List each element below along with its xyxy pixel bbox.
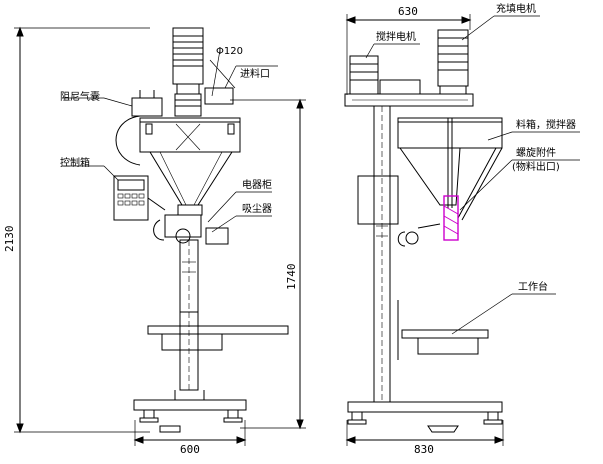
base-depth-dimension: 830 (414, 443, 434, 456)
stir-motor-label: 搅拌电机 (376, 32, 416, 43)
side-width-dimension: 630 (398, 5, 418, 18)
damper-label: 阻尼气囊 (60, 92, 100, 103)
workbench-label: 工作台 (518, 282, 548, 293)
screw-accessory-label: 螺旋附件 (516, 148, 556, 159)
diameter-label: Φ120 (216, 46, 243, 57)
hopper-stirrer-label: 料箱，搅拌器 (516, 120, 576, 131)
inlet-label: 进料口 (240, 69, 270, 80)
control-box-label: 控制箱 (60, 158, 90, 169)
stand-height-dimension: 1740 (285, 263, 298, 291)
fill-motor-label: 充填电机 (496, 4, 536, 15)
front-view (14, 26, 306, 446)
dust-collector-label: 吸尘器 (242, 204, 272, 215)
total-height-dimension: 2130 (3, 225, 16, 253)
front-width-dimension: 600 (180, 443, 200, 456)
side-view (344, 14, 580, 446)
outlet-label: (物料出口) (512, 162, 560, 173)
electric-cabinet-label: 电器柜 (242, 180, 272, 191)
